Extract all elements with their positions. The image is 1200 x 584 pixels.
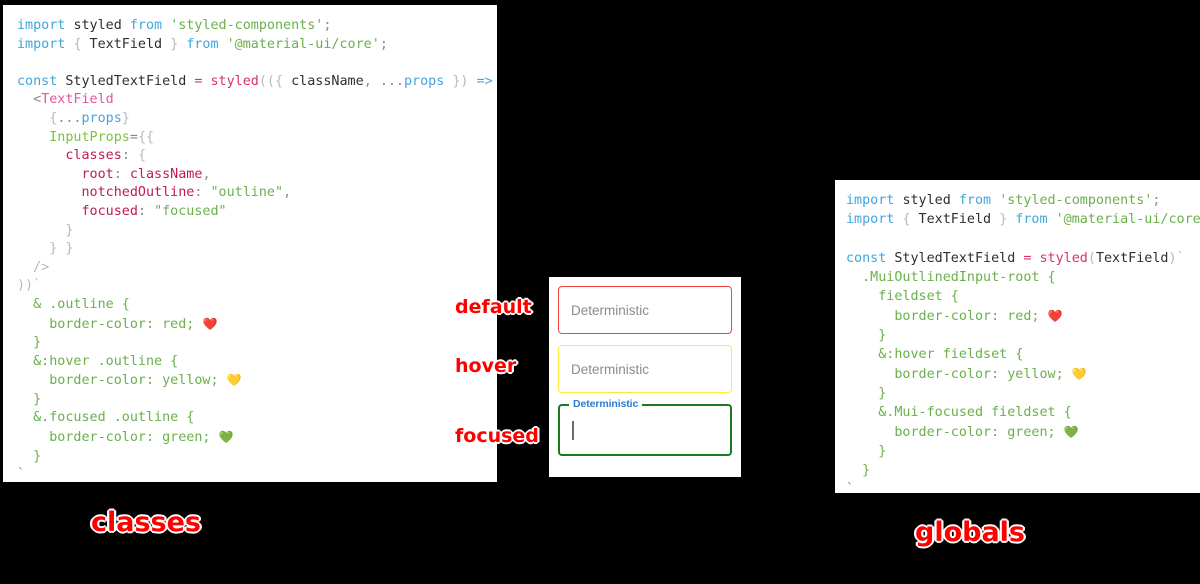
classes-code-line: root: className, [81,166,211,182]
annotation-globals-title: globals [915,517,1026,548]
annotation-default: default [455,296,532,318]
globals-code-line: fieldset { [878,289,959,305]
textfield-default-placeholder: Deterministic [571,302,650,318]
classes-code-line: } [33,448,42,464]
classes-code-line: InputProps={{ [49,129,155,145]
textfield-focused-label: Deterministic [569,398,643,410]
classes-code-line: ` [17,467,26,482]
classes-code-line: & .outline { [33,296,130,312]
classes-code-line: border-color: yellow; 💛 [49,373,242,389]
textfield-hover[interactable]: Deterministic [558,345,732,393]
globals-code-line: border-color: yellow; 💛 [894,366,1087,382]
globals-code-line: border-color: green; 💚 [894,424,1079,440]
text-caret [572,420,574,440]
classes-code-line: import { TextField } from '@material-ui/… [17,36,388,52]
globals-code-line: const StyledTextField = styled(TextField… [846,250,1185,266]
globals-code-line: .MuiOutlinedInput-root { [862,270,1056,286]
globals-code-line: import styled from 'styled-components'; [846,193,1161,208]
classes-code-line: &.focused .outline { [33,410,195,426]
classes-code-line: } [65,222,74,238]
classes-code-line: import styled from 'styled-components'; [17,18,332,33]
globals-code-line: border-color: red; ❤️ [894,308,1063,324]
classes-code-line: const StyledTextField = styled(({ classN… [17,73,493,89]
classes-code-line: border-color: green; 💚 [49,430,234,446]
globals-code-line: } [878,443,887,459]
globals-code-line: &.Mui-focused fieldset { [878,405,1072,421]
globals-code-line [846,230,1200,249]
globals-code-line: ` [846,482,855,493]
classes-code-line: {...props} [49,110,130,126]
globals-code-line: } [878,385,887,401]
classes-code-line: <TextField [33,92,114,108]
classes-code-line: border-color: red; ❤️ [49,316,218,332]
textfield-default[interactable]: Deterministic [558,286,732,334]
textfield-preview-panel: Deterministic Deterministic Deterministi… [549,277,741,477]
classes-code-line: /> [33,259,50,275]
textfield-focused[interactable]: Deterministic [558,398,732,456]
classes-code-line: } } [49,241,74,257]
classes-code-line: &:hover .outline { [33,353,179,369]
code-panel-classes: import styled from 'styled-components'; i… [3,5,497,482]
classes-code-line: focused: "focused" [81,203,227,219]
globals-code-line: &:hover fieldset { [878,347,1024,363]
globals-code-line: } [878,328,887,344]
annotation-focused: focused [455,425,539,447]
classes-code-line: ))` [17,278,42,294]
code-panel-globals: import styled from 'styled-components'; i… [835,180,1200,493]
classes-code-line: } [33,391,42,407]
classes-code-line: classes: { [65,148,146,164]
classes-code-line: notchedOutline: "outline", [81,185,292,201]
annotation-classes-title: classes [91,507,202,538]
classes-code-line [17,54,497,73]
classes-code-line: } [33,335,42,351]
annotation-hover: hover [455,355,517,377]
globals-code-line: import { TextField } from '@material-ui/… [846,212,1200,228]
textfield-hover-placeholder: Deterministic [571,361,650,377]
globals-code-line: } [862,463,871,479]
